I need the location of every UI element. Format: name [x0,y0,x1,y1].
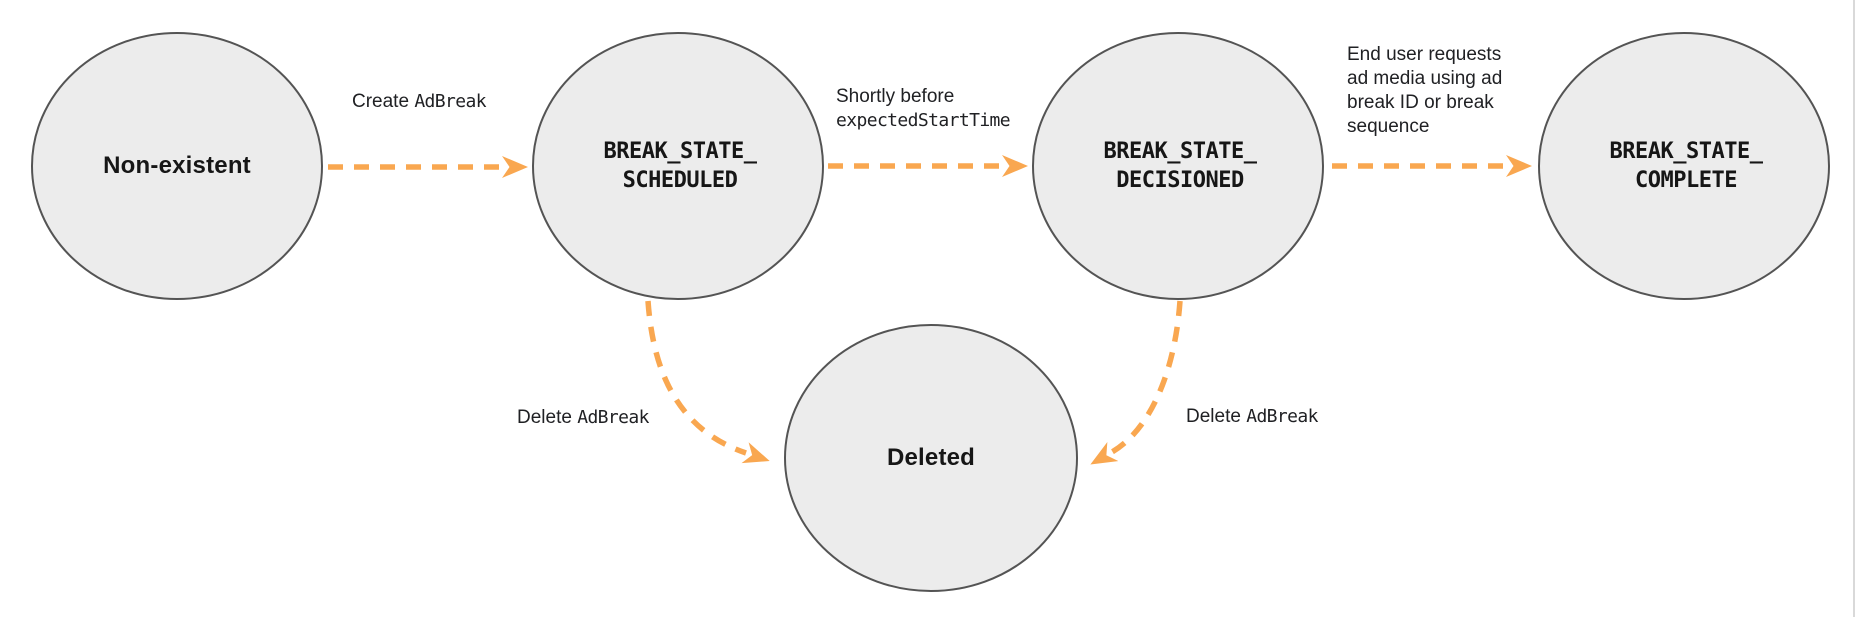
transition-delete-scheduled-arrow [645,300,770,464]
transition-end-user-requests-label: End user requests ad media using ad brea… [1347,43,1502,139]
content-right-border [1853,0,1855,617]
state-decisioned-label: BREAK_STATE_ DECISIONED [1104,137,1257,195]
create-action-text: Create [352,91,415,112]
delete-scheduled-action-text: Delete [517,407,578,428]
state-complete-label-line1: BREAK_STATE_ [1609,139,1763,164]
transition-delete-decisioned-arrow [1090,300,1183,465]
state-complete-circle [1538,32,1830,300]
transition-delete-scheduled-label: Delete AdBreak [517,406,649,430]
state-scheduled-circle [532,32,824,300]
state-decisioned-circle [1032,32,1324,300]
state-complete-label-line2: COMPLETE [1635,168,1737,193]
state-scheduled-label: BREAK_STATE_ SCHEDULED [604,137,757,195]
end-user-label-line2: ad media using ad [1347,68,1503,89]
shortly-before-text: Shortly before [836,86,955,107]
state-deleted-circle [784,324,1078,592]
end-user-label-line3: break ID or break [1347,92,1494,113]
transition-create-adbreak-label: Create AdBreak [352,90,487,114]
delete-scheduled-code-text: AdBreak [577,407,649,428]
state-scheduled-label-line1: BREAK_STATE_ [603,139,757,164]
state-deleted-label: Deleted [886,444,976,471]
state-decisioned-label-line1: BREAK_STATE_ [1103,139,1257,164]
expected-start-time-code-text: expectedStartTime [836,110,1011,131]
state-complete-label: BREAK_STATE_ COMPLETE [1610,137,1763,195]
end-user-label-line4: sequence [1347,116,1430,137]
transition-delete-decisioned-label: Delete AdBreak [1186,405,1318,429]
state-scheduled-label-line2: SCHEDULED [622,168,738,193]
delete-decisioned-code-text: AdBreak [1246,406,1318,427]
state-decisioned-label-line2: DECISIONED [1116,168,1244,193]
transition-shortly-before-label: Shortly before expectedStartTime [836,85,1011,133]
create-code-text: AdBreak [414,91,486,112]
state-non-existent-label: Non-existent [103,152,251,179]
end-user-label-line1: End user requests [1347,44,1502,65]
state-non-existent-circle [31,32,323,300]
delete-decisioned-action-text: Delete [1186,406,1247,427]
